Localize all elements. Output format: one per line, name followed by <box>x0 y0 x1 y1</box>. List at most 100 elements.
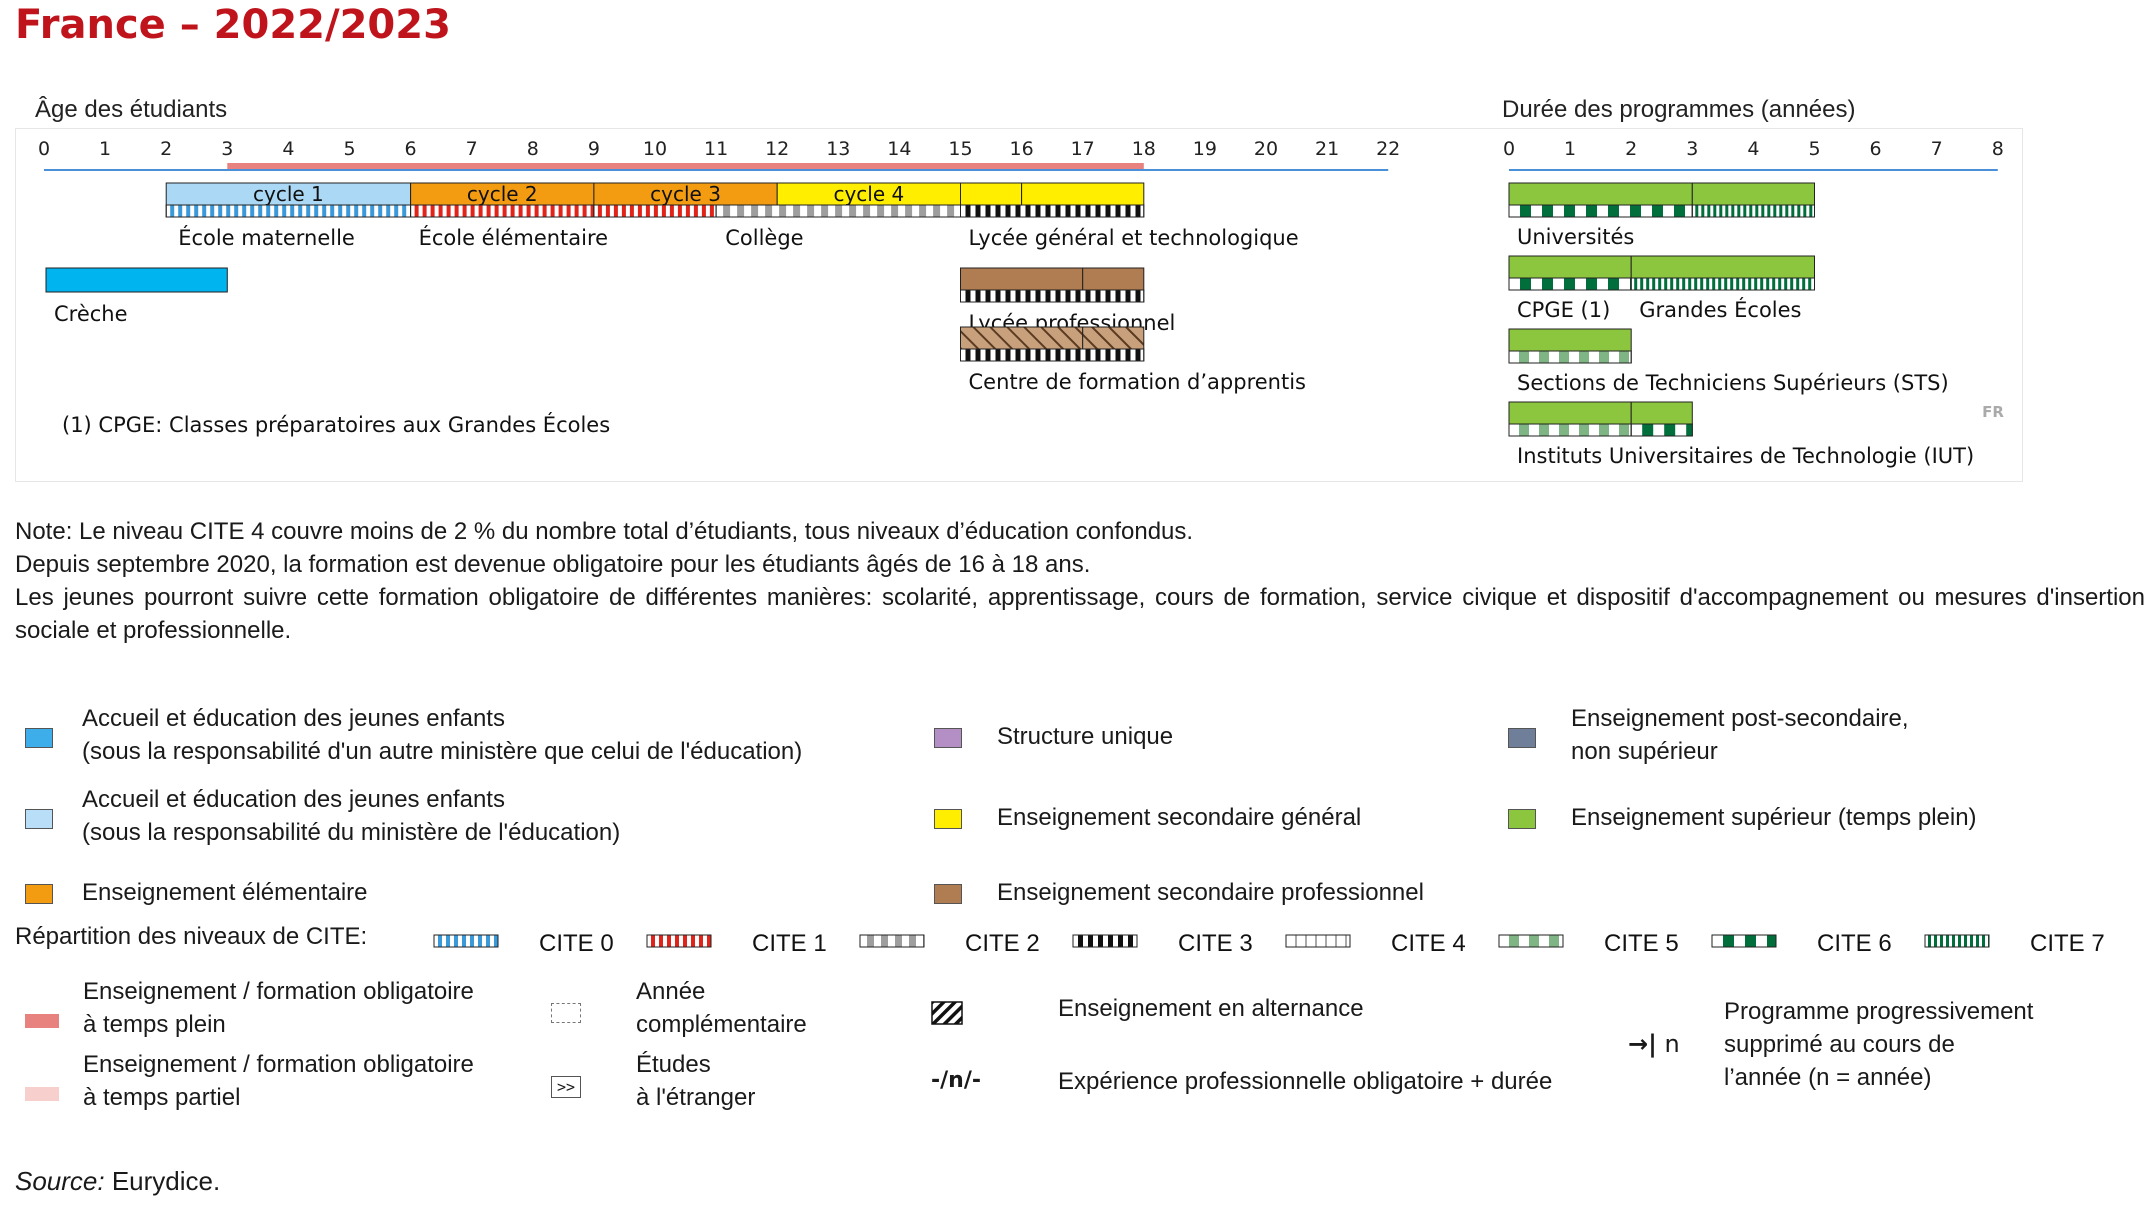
segment-bar <box>1082 267 1145 291</box>
program-label: Crèche <box>54 302 128 326</box>
strip-border <box>1285 934 1351 948</box>
strip-block <box>1619 351 1629 363</box>
cite1-strip <box>593 204 717 218</box>
cite-legend-swatch <box>1711 934 1777 948</box>
strip-block <box>1125 205 1131 217</box>
cite1-strip <box>410 204 595 218</box>
strip-block <box>807 205 815 217</box>
strip-block <box>1796 278 1800 290</box>
cite7-strip <box>1630 277 1815 291</box>
strip-block <box>1694 278 1698 290</box>
strip-block <box>494 205 499 217</box>
strip-block <box>1015 205 1021 217</box>
segment-label: cycle 1 <box>253 182 324 206</box>
strip-block <box>430 205 435 217</box>
program-creche: Crèche <box>45 267 228 326</box>
strip-block <box>693 205 698 217</box>
segment-label: cycle 3 <box>650 182 721 206</box>
cite-legend-label: CITE 7 <box>2030 930 2105 957</box>
strip-block <box>574 205 579 217</box>
strip-block <box>1549 935 1559 947</box>
strip-block <box>194 205 199 217</box>
age-tick-label: 19 <box>1193 138 1217 160</box>
strip-block <box>1608 205 1619 217</box>
strip-block <box>1802 278 1806 290</box>
strip-block <box>258 205 263 217</box>
strip-border <box>1630 277 1815 291</box>
strip-block <box>1760 278 1764 290</box>
color-legend-text: Enseignement secondaire professionnel <box>997 876 1424 909</box>
strip-block <box>1724 278 1728 290</box>
strip-block <box>659 935 663 947</box>
program-cfa: Centre de formation d’apprentis <box>960 326 1306 394</box>
strip-block <box>290 205 295 217</box>
strip-border <box>859 934 925 948</box>
cite-legend-label: CITE 2 <box>965 930 1040 957</box>
strip-block <box>1135 205 1141 217</box>
strip-block <box>1095 290 1101 302</box>
strip-block <box>330 205 335 217</box>
cite-legend-swatch <box>646 934 712 948</box>
color-legend-text: Enseignement secondaire général <box>997 801 1361 834</box>
strip-block <box>1940 935 1943 947</box>
strip-block <box>1755 205 1759 217</box>
segment-label: cycle 2 <box>467 182 538 206</box>
phased-line1: Programme progressivement <box>1724 998 2034 1025</box>
strip-block <box>737 205 745 217</box>
strip-block <box>542 205 547 217</box>
strip-block <box>1652 278 1656 290</box>
duration-tick-label: 4 <box>1747 138 1759 160</box>
phased-line3: l’année (n = année) <box>1724 1064 1932 1091</box>
strip-block <box>905 205 913 217</box>
strip-block <box>1539 424 1549 436</box>
strip-block <box>1784 278 1788 290</box>
strip-block <box>362 205 367 217</box>
abroad-line2: à l'étranger <box>636 1084 756 1111</box>
full-time-swatch <box>25 1014 59 1028</box>
program-label: École élémentaire <box>419 225 608 250</box>
strip-block <box>995 349 1001 361</box>
cite6-strip <box>1508 204 1693 218</box>
age-tick-label: 2 <box>160 138 172 160</box>
strip-bg <box>1691 204 1816 218</box>
strip-block <box>1045 205 1051 217</box>
strip-block <box>995 290 1001 302</box>
alternance-swatch <box>931 1001 963 1025</box>
strip-block <box>550 205 555 217</box>
strip-block <box>346 205 351 217</box>
cite-legend-swatch <box>433 934 499 948</box>
strip-block <box>1105 205 1111 217</box>
strip-block <box>1542 205 1553 217</box>
program-universites: Universités <box>1508 182 1816 249</box>
strip-block <box>1559 351 1569 363</box>
strip-border <box>1924 934 1990 948</box>
strip-border <box>960 204 1145 218</box>
cite7-strip <box>1691 204 1816 218</box>
strip-block <box>1676 278 1680 290</box>
program-label: Grandes Écoles <box>1639 297 1801 322</box>
strip-block <box>709 205 714 217</box>
strip-block <box>518 205 523 217</box>
strip-block <box>298 205 303 217</box>
strip-block <box>1520 205 1531 217</box>
strip-block <box>1078 935 1083 947</box>
strip-block <box>1730 278 1734 290</box>
duration-tick-label: 6 <box>1870 138 1882 160</box>
strip-block <box>1642 424 1654 436</box>
strip-block <box>1095 205 1101 217</box>
strip-block <box>534 205 539 217</box>
strip-block <box>653 205 658 217</box>
strip-block <box>1025 205 1031 217</box>
strip-block <box>1779 205 1783 217</box>
part-time-swatch <box>25 1087 59 1101</box>
strip-block <box>933 205 941 217</box>
strip-block <box>486 205 491 217</box>
strip-block <box>1803 205 1807 217</box>
strip-block <box>1785 205 1789 217</box>
strip-block <box>526 205 531 217</box>
strip-block <box>1748 278 1752 290</box>
part-time-legend: Enseignement / formation obligatoire à t… <box>83 1048 474 1114</box>
strip-block <box>1701 205 1705 217</box>
strip-block <box>1754 278 1758 290</box>
